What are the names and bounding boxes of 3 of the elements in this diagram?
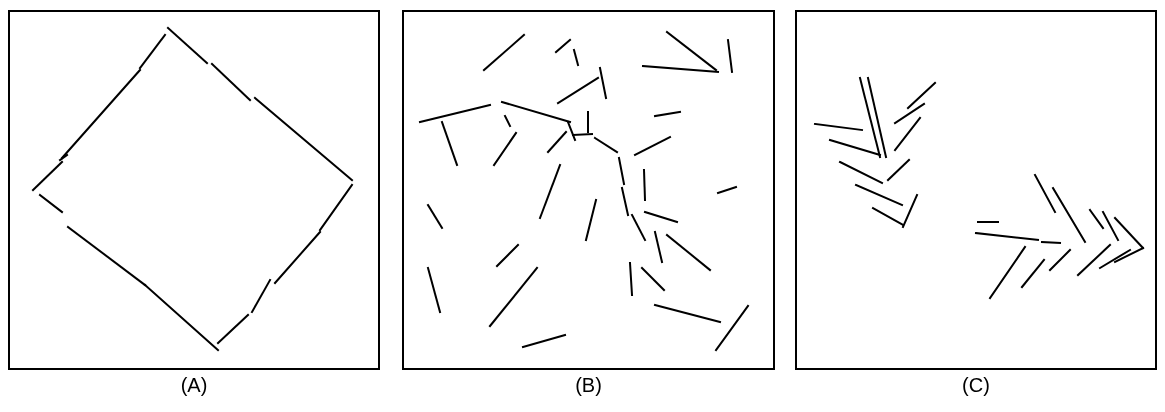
- panel-caption: (A): [180, 374, 208, 397]
- panel-caption: (B): [575, 374, 602, 397]
- panel-caption: (C): [962, 374, 990, 397]
